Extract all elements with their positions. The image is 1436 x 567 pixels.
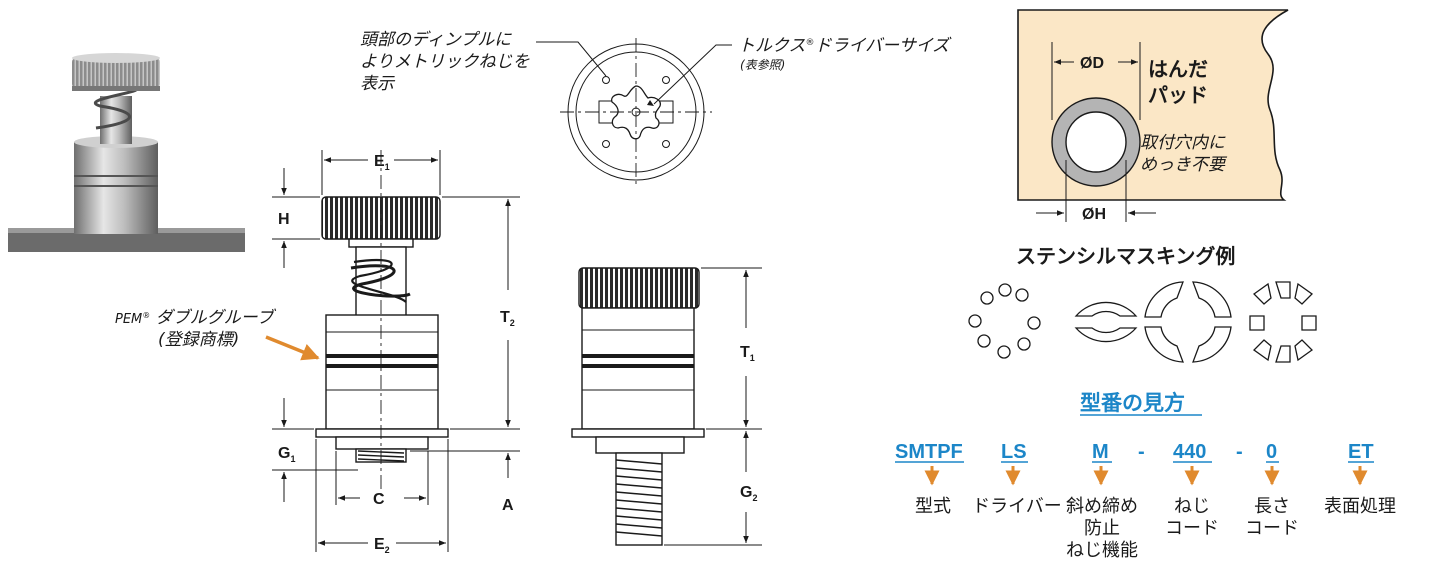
part-number-title: 型番の見方 <box>1080 391 1185 415</box>
label-anti-crossthread-2: 防止 <box>1084 518 1120 539</box>
label-anti-crossthread-1: 斜め締め <box>1066 496 1138 517</box>
dim-e2-label: E2 <box>374 536 390 555</box>
part-number-codes: SMTPF LS M - 440 - 0 ET <box>895 441 1374 463</box>
dim-c-label: C <box>373 491 385 508</box>
dimple-note-line1: 頭部のディンプルに <box>360 30 512 50</box>
pem-registered-note: (登録商標) <box>158 330 239 350</box>
front-view-drawing <box>315 150 449 500</box>
dim-od-label: ØD <box>1080 55 1104 72</box>
solder-label-line2: パッド <box>1148 83 1208 107</box>
dim-oh-label: ØH <box>1082 206 1106 223</box>
plating-note-line2: めっき不要 <box>1140 155 1228 175</box>
label-thread-code-2: コード <box>1165 518 1219 539</box>
product-photo <box>8 53 245 252</box>
dimple-note-line3: 表示 <box>360 74 396 94</box>
dim-e1-label: E1 <box>374 153 390 172</box>
separator-1: - <box>1138 441 1145 463</box>
stencil-examples <box>968 281 1317 363</box>
torx-ref-note: (表参照) <box>740 58 785 72</box>
dim-g1-label: G1 <box>278 445 295 464</box>
code-et: ET <box>1348 441 1374 463</box>
code-ls: LS <box>1001 441 1027 463</box>
dim-t1-label: T1 <box>740 344 755 363</box>
label-length-code-2: コード <box>1245 518 1299 539</box>
label-thread-code-1: ねじ <box>1174 496 1210 517</box>
label-anti-crossthread-3: ねじ機能 <box>1066 540 1138 561</box>
dim-t2-label: T2 <box>500 309 515 328</box>
code-0: 0 <box>1266 441 1277 463</box>
top-view-drawing <box>536 38 732 188</box>
solder-pad-diagram <box>1017 9 1289 222</box>
dim-g2-label: G2 <box>740 484 757 503</box>
torx-note: トルクス®ドライバーサイズ <box>738 36 952 56</box>
label-type: 型式 <box>915 496 951 517</box>
stencil-title: ステンシルマスキング例 <box>1016 244 1235 268</box>
solder-label-line1: はんだ <box>1148 57 1208 81</box>
code-smtpf: SMTPF <box>895 441 963 463</box>
side-view-drawing <box>571 267 705 546</box>
label-finish: 表面処理 <box>1324 496 1396 517</box>
part-number-labels: 型式 ドライバー 斜め締め 防止 ねじ機能 ねじ コード 長さ コード 表面処理 <box>915 496 1396 561</box>
dim-a-label: A <box>502 497 514 514</box>
plating-note-line1: 取付穴内に <box>1140 133 1226 153</box>
separator-2: - <box>1236 441 1243 463</box>
label-length-code-1: 長さ <box>1254 496 1290 517</box>
dimple-note-line2: よりメトリックねじを <box>360 52 530 72</box>
dimension-lines <box>265 150 762 552</box>
label-driver: ドライバー <box>972 496 1062 517</box>
part-number-arrows <box>924 466 1368 486</box>
pem-groove-note: PEM® ダブルグルーブ <box>115 308 277 328</box>
code-m: M <box>1092 441 1109 463</box>
dim-h-label: H <box>278 211 290 228</box>
code-440: 440 <box>1173 441 1206 463</box>
